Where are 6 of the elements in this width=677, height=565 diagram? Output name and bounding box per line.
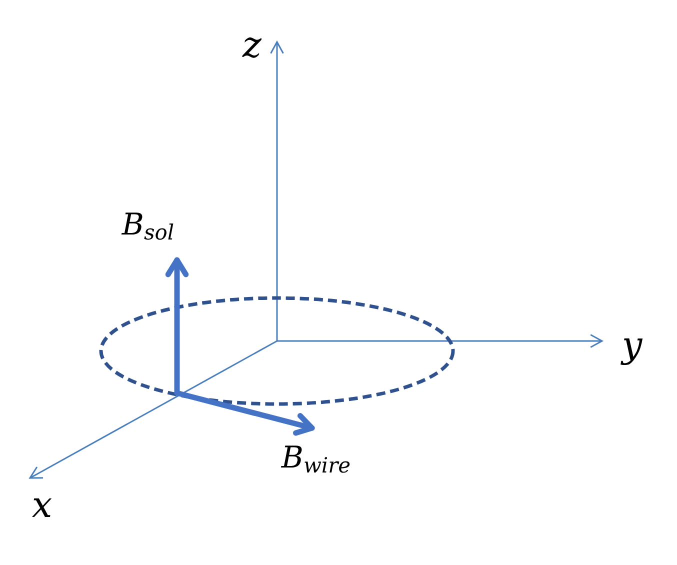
axis-label: z (242, 28, 262, 64)
axis-label: B$_{wire}$ (281, 443, 351, 477)
axis-label: x (32, 488, 52, 524)
axis-label: y (622, 328, 642, 364)
dashed-ellipse (99, 296, 455, 406)
axis-label: B$_{sol}$ (122, 210, 174, 244)
